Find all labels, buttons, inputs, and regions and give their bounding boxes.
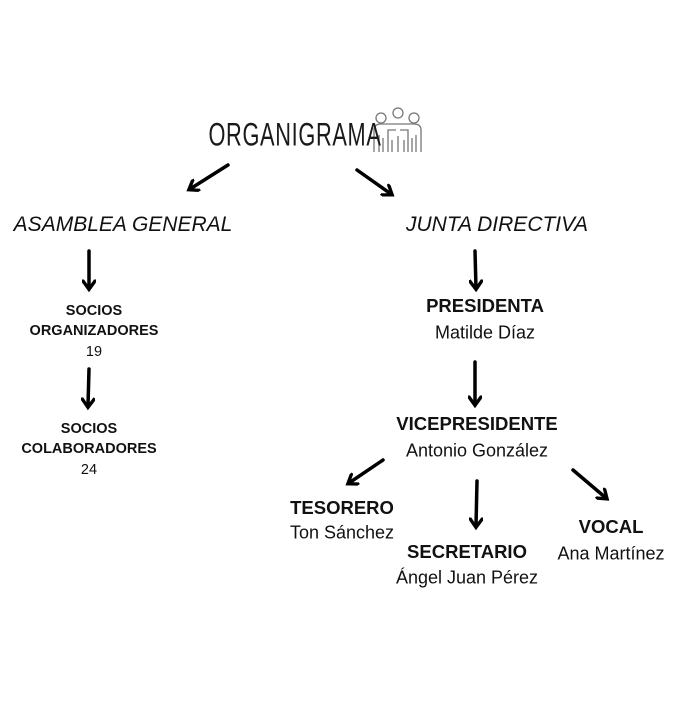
group-count: 19 — [85, 344, 103, 360]
arrow-to-colaboradores — [88, 367, 89, 406]
group-line2: ORGANIZADORES — [29, 323, 159, 339]
people-group-icon — [373, 107, 422, 152]
president-name: Matilde Díaz — [434, 322, 536, 343]
secretary-name: Ángel Juan Pérez — [395, 567, 539, 588]
treasurer-name: Ton Sánchez — [289, 522, 395, 543]
junta-heading: JUNTA DIRECTIVA — [405, 213, 589, 236]
vice-name: Antonio González — [405, 440, 549, 461]
page-title: ORGANIGRAMA — [208, 116, 382, 153]
group-line1: SOCIOS — [65, 303, 123, 319]
arrow-to-vocal — [571, 468, 606, 498]
group-line2: COLABORADORES — [21, 441, 157, 457]
vice-role: VICEPRESIDENTE — [396, 413, 558, 434]
president-role: PRESIDENTA — [426, 295, 544, 316]
group-count: 24 — [80, 462, 98, 478]
asamblea-heading: ASAMBLEA GENERAL — [13, 213, 233, 236]
arrow-to-asamblea — [190, 163, 230, 189]
vocal-role: VOCAL — [578, 516, 644, 537]
arrow-to-junta — [355, 168, 391, 194]
arrow-to-presidenta — [475, 249, 476, 288]
vocal-name: Ana Martínez — [557, 543, 665, 564]
group-line1: SOCIOS — [60, 421, 118, 437]
arrow-to-secretario — [476, 479, 477, 526]
arrow-to-tesorero — [349, 458, 385, 483]
secretary-role: SECRETARIO — [407, 541, 527, 562]
treasurer-role: TESORERO — [290, 497, 394, 518]
